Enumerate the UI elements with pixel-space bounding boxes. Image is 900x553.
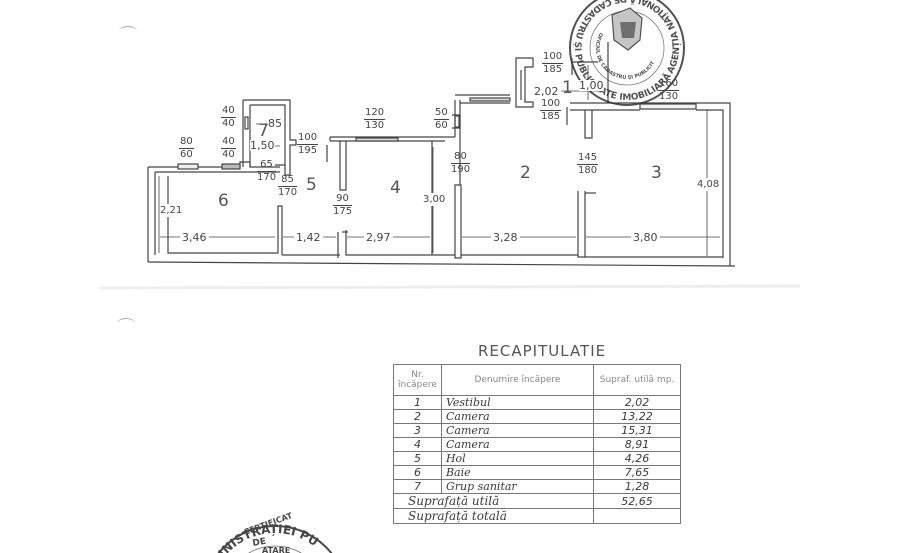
room-name: Vestibul <box>440 395 595 410</box>
dimension-room6-height: 2,21 <box>160 204 183 217</box>
svg-text:ATARE: ATARE <box>262 546 290 553</box>
room-label-2: 2 <box>520 163 531 183</box>
recap-table: Nr. încăpere Denumire încăpere Supraf. u… <box>393 364 681 524</box>
dimension-room1-width: 1,00 <box>579 79 604 92</box>
dimension-room5-width: 1,42 <box>294 231 323 244</box>
table-row: 2 Camera 13,22 <box>393 409 681 424</box>
official-stamp-bottom: ADMINISTRAȚIEI PU CERTIFICAT DE ATARE <box>200 511 333 553</box>
room-label-7: 7 <box>258 121 269 141</box>
dimension-room4-width: 2,97 <box>364 231 393 244</box>
table-row: 1 Vestibul 2,02 <box>393 395 681 410</box>
punch-hole-mark <box>119 26 137 37</box>
total-area-label: Suprafață totală <box>393 508 594 524</box>
room-number: 3 <box>393 423 442 438</box>
room-area: 2,02 <box>593 395 681 410</box>
room-number: 5 <box>393 451 442 466</box>
total-area-row: Suprafață totală <box>393 508 681 524</box>
room-name: Camera <box>440 423 595 438</box>
room-label-1: 1 <box>562 78 573 98</box>
header-room-number: Nr. încăpere <box>393 364 442 396</box>
table-row: 6 Baie 7,65 <box>393 465 681 480</box>
room-name: Baie <box>440 465 595 480</box>
room-number: 4 <box>393 437 442 452</box>
room-area: 8,91 <box>593 437 681 452</box>
dimension-room2-width: 3,28 <box>491 231 520 244</box>
room-number: 2 <box>393 409 442 424</box>
room-name: Grup sanitar <box>440 479 595 494</box>
room-number: 6 <box>393 465 442 480</box>
room-label-5: 5 <box>306 175 317 195</box>
room-area: 4,26 <box>593 451 681 466</box>
room-name: Camera <box>440 409 595 424</box>
useful-area-row: Suprafață utilă 52,65 <box>393 493 681 509</box>
punch-hole-mark <box>117 318 135 329</box>
room-number: 7 <box>393 479 442 494</box>
room-label-6: 6 <box>218 191 229 211</box>
useful-area-label: Suprafață utilă <box>393 493 594 509</box>
dimension-room3-height: 4,08 <box>697 178 720 191</box>
room-label-3: 3 <box>651 163 662 183</box>
room-label-4: 4 <box>390 178 401 198</box>
total-area-value <box>593 508 681 524</box>
recap-title: RECAPITULATIE <box>478 342 607 360</box>
room-area: 1,28 <box>593 479 681 494</box>
official-stamp-top: AGENȚIA NAȚIONALĂ DE CADASTRU ȘI PUBLICI… <box>65 0 702 123</box>
dimension-room6-width: 3,46 <box>180 231 209 244</box>
header-useful-area: Supraf. utilă mp. <box>593 364 681 396</box>
table-row: 7 Grup sanitar 1,28 <box>393 479 681 494</box>
dimension-room3-width: 3,80 <box>631 231 660 244</box>
table-row: 5 Hol 4,26 <box>393 451 681 466</box>
svg-text:DE: DE <box>252 537 267 549</box>
room-name: Hol <box>440 451 595 466</box>
room-area: 15,31 <box>593 423 681 438</box>
room-area: 7,65 <box>593 465 681 480</box>
dimension-room7-length: 1,50 <box>250 139 275 152</box>
table-row: 3 Camera 15,31 <box>393 423 681 438</box>
useful-area-value: 52,65 <box>593 493 681 509</box>
room-area: 13,22 <box>593 409 681 424</box>
room-name: Camera <box>440 437 595 452</box>
header-room-name: Denumire încăpere <box>440 364 595 396</box>
room-number: 1 <box>393 395 442 410</box>
table-row: 4 Camera 8,91 <box>393 437 681 452</box>
dimension-room7-width: 85 <box>268 117 282 130</box>
dimension-room4-height: 3,00 <box>423 193 446 206</box>
dimension-room1-length: 2,02 <box>532 85 561 98</box>
